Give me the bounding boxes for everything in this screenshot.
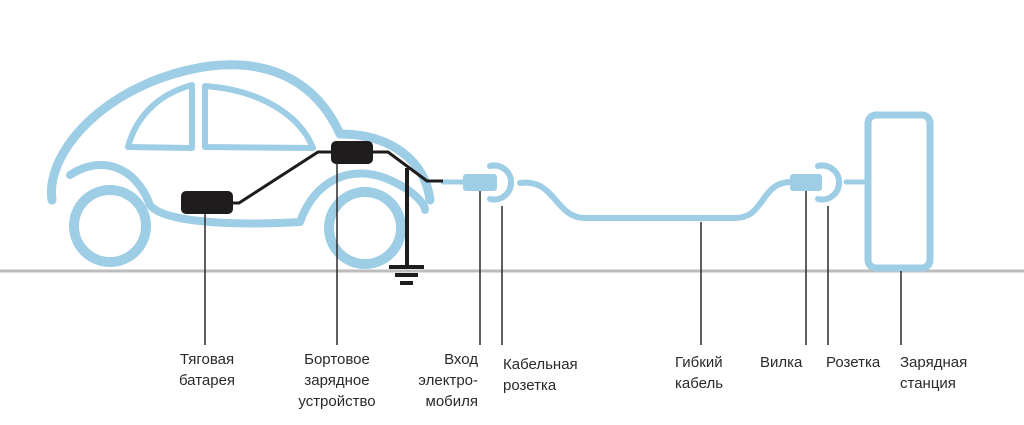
onboard-charger-icon <box>331 141 373 164</box>
label-line: батарея <box>178 372 236 389</box>
label-flexible-cable: Гибкий кабель <box>675 352 723 394</box>
label-line: Бортовое <box>304 351 370 368</box>
label-line: мобиля <box>425 393 479 410</box>
label-line: розетка <box>503 377 557 394</box>
label-line: электро- <box>418 372 478 389</box>
label-onboard-charger: Бортовое зарядное устройство <box>298 349 375 412</box>
label-battery: Тяговая батарея <box>179 349 235 391</box>
label-line: Кабельная <box>503 356 578 373</box>
label-line: Вилка <box>760 354 803 371</box>
label-vehicle-inlet: Вход электро- мобиля <box>418 349 478 412</box>
label-plug: Вилка <box>760 352 802 373</box>
flexible-cable-icon <box>517 179 793 221</box>
charging-station-icon <box>864 111 934 272</box>
cable-socket-icon <box>487 162 515 203</box>
socket-icon <box>815 162 843 203</box>
label-line: устройство <box>298 393 376 410</box>
wiring <box>181 141 443 285</box>
label-line: Розетка <box>826 354 881 371</box>
battery-icon <box>181 191 233 214</box>
car-icon <box>47 60 435 269</box>
label-line: Гибкий <box>675 354 723 371</box>
cable-and-station <box>440 111 934 272</box>
label-socket: Розетка <box>826 352 880 373</box>
label-line: Зарядная <box>900 354 968 371</box>
label-line: зарядное <box>304 372 370 389</box>
label-charging-station: Зарядная станция <box>900 352 967 394</box>
leader-lines <box>204 163 902 345</box>
label-cable-socket: Кабельная розетка <box>503 354 578 396</box>
vehicle-inlet-connector <box>463 174 497 191</box>
label-line: станция <box>900 375 956 392</box>
label-line: кабель <box>675 375 724 392</box>
label-line: Тяговая <box>179 351 235 368</box>
plug-connector <box>790 174 822 191</box>
label-line: Вход <box>444 351 478 368</box>
